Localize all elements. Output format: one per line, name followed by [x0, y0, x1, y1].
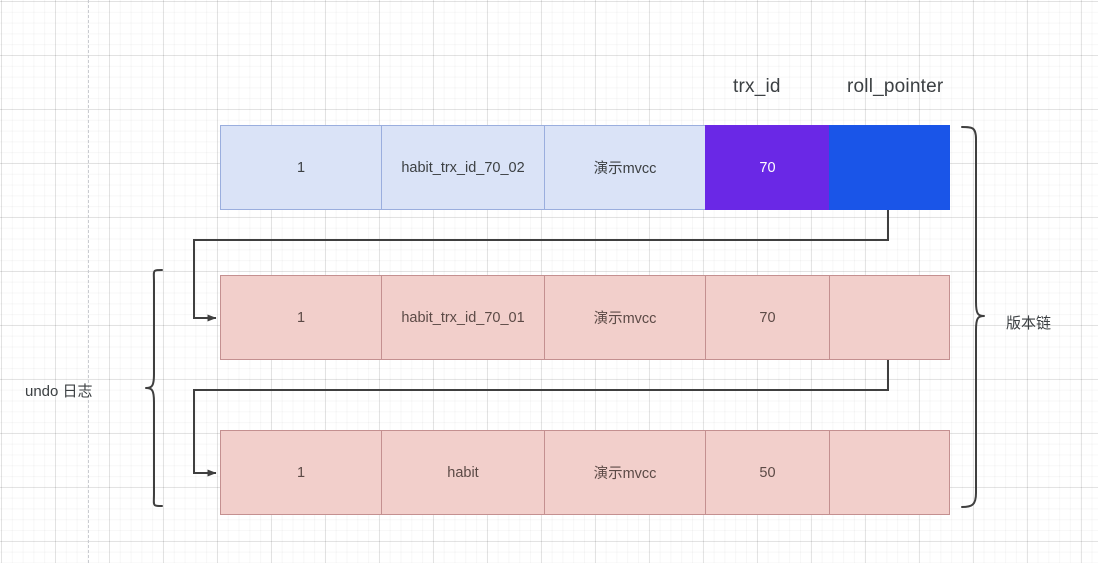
record-row-undo-2: 1 habit 演示mvcc 50	[220, 430, 950, 515]
cell-name: habit_trx_id_70_01	[381, 275, 544, 360]
undo-log-brace	[145, 269, 163, 507]
column-label-roll-pointer: roll_pointer	[847, 76, 944, 97]
cell-remark: 演示mvcc	[544, 125, 705, 210]
cell-remark: 演示mvcc	[544, 430, 705, 515]
cell-name: habit_trx_id_70_02	[381, 125, 544, 210]
undo-log-label: undo 日志	[25, 383, 93, 400]
cell-trx-id: 70	[705, 275, 829, 360]
vertical-guide-line	[88, 0, 89, 563]
cell-trx-id: 50	[705, 430, 829, 515]
cell-id: 1	[220, 125, 381, 210]
column-label-trx-id: trx_id	[733, 76, 781, 97]
cell-name: habit	[381, 430, 544, 515]
cell-id: 1	[220, 430, 381, 515]
cell-remark: 演示mvcc	[544, 275, 705, 360]
cell-id: 1	[220, 275, 381, 360]
record-row-current: 1 habit_trx_id_70_02 演示mvcc 70	[220, 125, 950, 210]
version-chain-brace	[961, 126, 985, 508]
version-chain-label: 版本链	[1006, 315, 1052, 332]
cell-trx-id: 70	[705, 125, 829, 210]
cell-roll-pointer	[829, 125, 950, 210]
cell-roll-pointer	[829, 275, 950, 360]
record-row-undo-1: 1 habit_trx_id_70_01 演示mvcc 70	[220, 275, 950, 360]
cell-roll-pointer	[829, 430, 950, 515]
